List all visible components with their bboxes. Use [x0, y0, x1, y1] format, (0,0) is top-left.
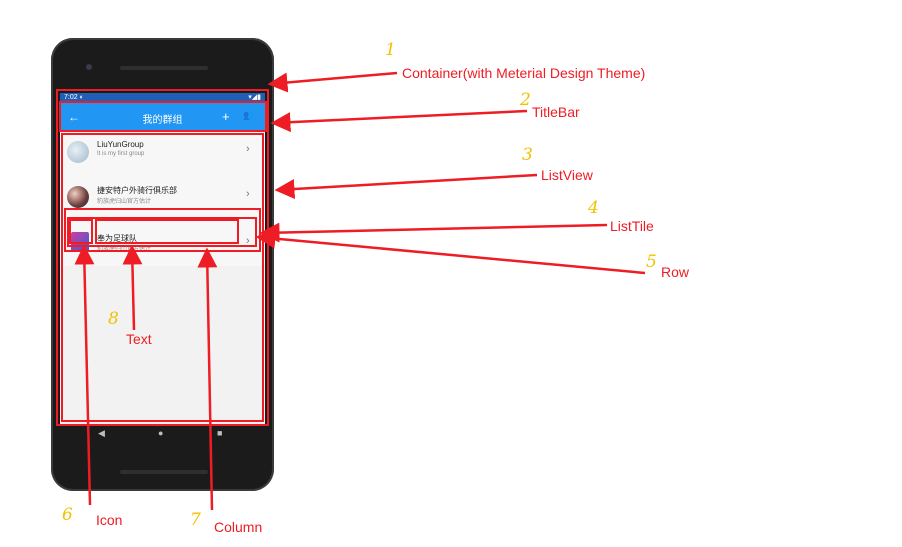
camera-icon	[86, 64, 92, 70]
annotation-number-5: 5	[646, 252, 657, 272]
add-icon[interactable]: +	[222, 109, 230, 124]
arrow-listview	[274, 173, 538, 199]
status-icons-left: ◐	[79, 94, 84, 101]
list-tile-1[interactable]: LiuYunGroup It is my first group ›	[60, 132, 265, 174]
annotation-label-column: Column	[214, 519, 263, 535]
list-tile-subtitle: It is my first group	[97, 151, 145, 157]
arrow-icon	[74, 244, 95, 506]
container-box	[56, 89, 269, 426]
listview-box	[61, 133, 264, 422]
annotation-label-container: Container(with Meterial Design Theme)	[402, 65, 646, 81]
chevron-right-icon: ›	[246, 143, 250, 155]
page-title: 我的群组	[142, 115, 183, 126]
speaker-bottom	[120, 470, 208, 474]
arrow-column	[197, 247, 218, 511]
chevron-right-icon: ›	[246, 235, 250, 247]
group-add-icon[interactable]: 👥	[243, 110, 255, 120]
arrow-text	[122, 244, 143, 331]
group-avatar-icon	[67, 186, 89, 208]
titlebar-box	[59, 101, 267, 132]
status-bar: 7:02 ◐ ▾◢▮	[60, 93, 265, 102]
android-nav-bar: ◀ ● ■	[60, 426, 265, 442]
annotation-label-row: Row	[661, 264, 690, 280]
list-tile-title: LiuYunGroup	[97, 140, 144, 149]
annotation-label-icon: Icon	[96, 512, 123, 528]
arrow-titlebar	[270, 109, 528, 133]
list-tile-2[interactable]: 捷安特户外骑行俱乐部 豹族虎归山官方估计 ›	[60, 174, 265, 222]
annotation-number-8: 8	[108, 309, 119, 329]
annotation-number-3: 3	[522, 145, 533, 165]
arrow-row	[255, 228, 646, 275]
nav-home-icon[interactable]: ●	[158, 428, 164, 438]
annotation-number-4: 4	[588, 198, 599, 218]
list-tile-title: 捷安特户外骑行俱乐部	[97, 186, 177, 195]
back-arrow-icon[interactable]: ←	[68, 110, 80, 124]
list-tile-subtitle: 豹族虎归山官方估计	[97, 199, 152, 205]
annotation-label-titlebar: TitleBar	[532, 104, 580, 120]
annotation-number-7: 7	[190, 510, 201, 530]
column-box	[95, 219, 239, 244]
arrow-container	[267, 71, 398, 93]
status-time: 7:02	[64, 94, 78, 101]
arrow-listtile	[259, 222, 608, 243]
annotation-number-1: 1	[385, 40, 396, 60]
icon-box	[69, 219, 93, 244]
annotation-number-2: 2	[520, 90, 531, 110]
annotation-label-listview: ListView	[541, 167, 593, 183]
group-avatar-icon	[67, 141, 89, 163]
annotation-label-text: Text	[126, 331, 152, 347]
nav-recent-icon[interactable]: ■	[217, 428, 223, 438]
status-icons-right: ▾◢▮	[248, 94, 261, 101]
annotation-number-6: 6	[62, 505, 73, 525]
nav-back-icon[interactable]: ◀	[98, 428, 105, 438]
speaker-top	[120, 66, 208, 70]
annotation-label-listtile: ListTile	[610, 218, 654, 234]
chevron-right-icon: ›	[246, 188, 250, 200]
title-bar: ← 我的群组 + 👥	[60, 102, 265, 132]
list-tile-title: 奉为足球队	[97, 234, 137, 243]
